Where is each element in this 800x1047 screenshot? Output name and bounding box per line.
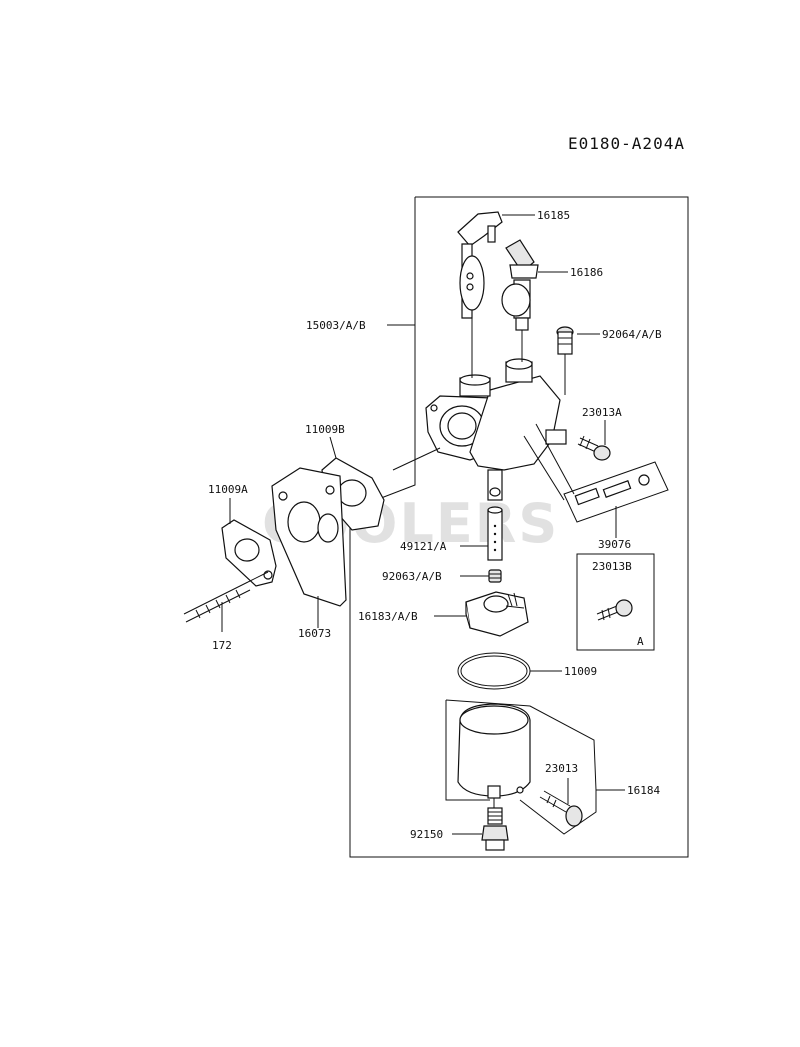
- emulsion-tube-part: [487, 506, 503, 561]
- bowl-drain-screw-part: [539, 790, 583, 827]
- label-172: 172: [212, 639, 232, 652]
- float-bowl-part: [445, 699, 597, 835]
- label-16183: 16183/A/B: [358, 610, 418, 623]
- label-49121: 49121/A: [400, 540, 447, 553]
- gasket-11009A-part: [221, 519, 277, 587]
- label-92150: 92150: [410, 828, 443, 841]
- choke-lever-part: [501, 239, 539, 331]
- inset-box: [576, 553, 655, 651]
- throttle-lever-part: [457, 211, 503, 319]
- label-11009: 11009: [564, 665, 597, 678]
- stud-bolt-part: [183, 571, 269, 623]
- label-11009A: 11009A: [208, 483, 248, 496]
- insulator-part: [271, 467, 347, 607]
- label-16185: 16185: [537, 209, 570, 222]
- pilot-screw-set-part: [563, 461, 669, 523]
- o-ring-part: [457, 652, 531, 690]
- bowl-bolt-part: [481, 807, 509, 851]
- inset-screw-part: [596, 599, 633, 621]
- main-jet-part: [488, 569, 502, 583]
- label-11009B: 11009B: [305, 423, 345, 436]
- carburetor-body-part: [425, 358, 567, 501]
- label-23013B: 23013B: [592, 560, 632, 573]
- label-23013A: 23013A: [582, 406, 622, 419]
- pilot-screw-part: [556, 326, 574, 355]
- label-92064: 92064/A/B: [602, 328, 662, 341]
- label-39076: 39076: [598, 538, 631, 551]
- label-A: A: [637, 635, 644, 648]
- throttle-stop-screw-part: [577, 435, 611, 461]
- label-23013: 23013: [545, 762, 578, 775]
- label-16184: 16184: [627, 784, 660, 797]
- label-15003: 15003/A/B: [306, 319, 366, 332]
- label-16186: 16186: [570, 266, 603, 279]
- label-92063: 92063/A/B: [382, 570, 442, 583]
- float-part: [465, 591, 529, 637]
- label-16073: 16073: [298, 627, 331, 640]
- diagram-code: E0180-A204A: [568, 134, 685, 153]
- assembly-frame: [349, 196, 689, 858]
